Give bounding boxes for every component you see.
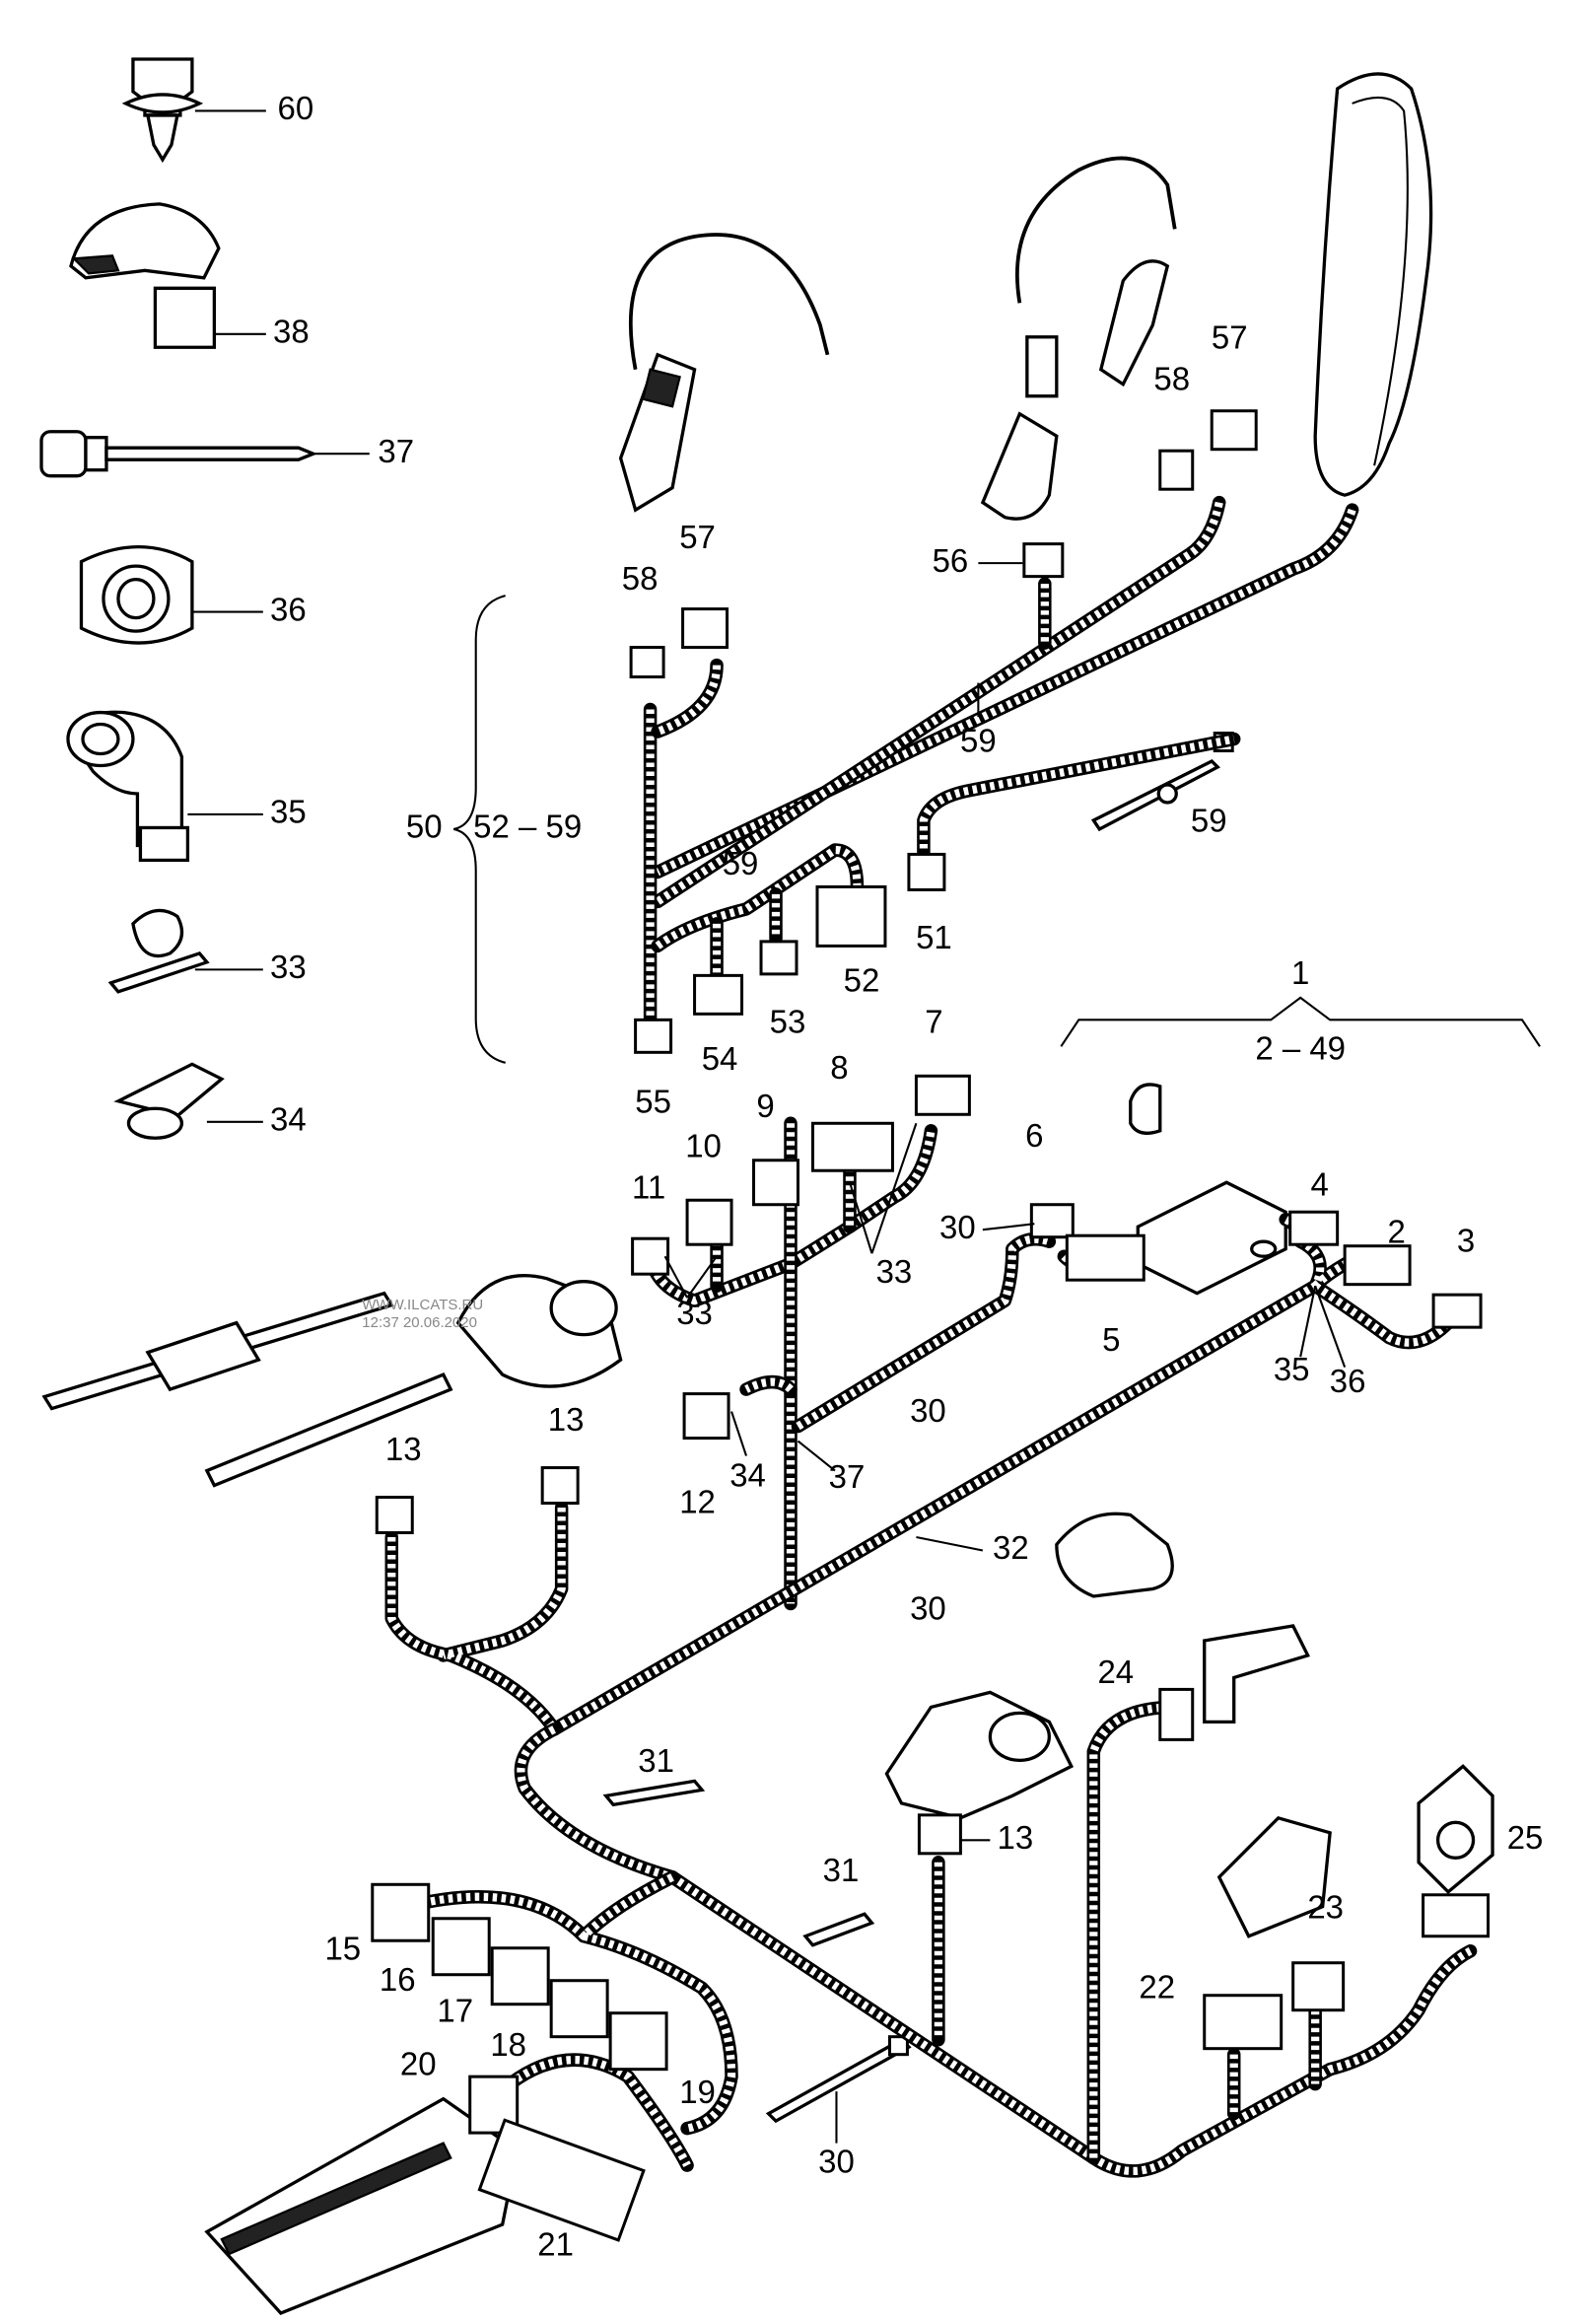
callout: 59 (960, 723, 997, 759)
brace-50 (452, 595, 506, 1064)
callout: 36 (270, 591, 307, 627)
callout: 2 (1387, 1213, 1405, 1249)
callout: 32 (993, 1529, 1029, 1566)
callout: 15 (324, 1930, 361, 1966)
part-airbag (1313, 72, 1433, 497)
part-clip-34 (113, 1062, 225, 1140)
part-elbow-35 (66, 710, 190, 863)
callout: 57 (679, 519, 716, 555)
callout: 17 (437, 1992, 473, 2028)
callouts: 60 38 37 36 35 33 34 50 52 – 59 58 57 58… (270, 90, 1543, 2262)
middle-connectors (375, 1074, 1483, 1535)
callout: 18 (490, 2026, 526, 2063)
part-cable-tie-37 (39, 430, 318, 478)
callout: 10 (685, 1127, 722, 1163)
callout: 25 (1507, 1819, 1544, 1856)
callout: 4 (1310, 1165, 1328, 1202)
callout: 6 (1025, 1117, 1043, 1154)
callout: 22 (1139, 1968, 1175, 2005)
middle-parts (41, 1083, 1287, 1598)
callout: 56 (933, 542, 969, 579)
callout: 50 (406, 809, 443, 845)
callout: 33 (876, 1253, 913, 1290)
callout: 52 – 59 (473, 809, 582, 845)
callout: 13 (998, 1819, 1034, 1856)
callout: 11 (632, 1168, 665, 1205)
callout: 30 (939, 1209, 976, 1245)
callout: 34 (270, 1100, 307, 1137)
callout: 34 (729, 1457, 766, 1494)
callout: 59 (1191, 803, 1227, 839)
callout: 54 (702, 1040, 738, 1077)
callout: 51 (916, 919, 952, 955)
callout: 16 (380, 1961, 416, 1998)
callout: 30 (910, 1590, 946, 1627)
callout: 36 (1330, 1363, 1366, 1399)
watermark: WWW.ILCATS.RU 12:37 20.06.2020 (362, 1297, 483, 1331)
callout: 23 (1307, 1888, 1344, 1925)
watermark-line-2: 12:37 20.06.2020 (362, 1314, 477, 1331)
upper-connectors (629, 409, 1258, 1054)
callout: 7 (925, 1004, 942, 1040)
part-buckle-switch-left (618, 233, 830, 513)
callout: 58 (622, 560, 659, 597)
callout: 24 (1097, 1654, 1134, 1690)
callout: 2 – 49 (1255, 1030, 1346, 1067)
leader-lines-left (187, 109, 370, 1123)
callout: 59 (723, 845, 759, 881)
callout: 21 (537, 2225, 574, 2262)
callout: 12 (679, 1484, 716, 1520)
callout: 31 (638, 1742, 674, 1779)
brace-1 (1060, 996, 1541, 1047)
lower-parts (204, 1624, 1494, 2315)
callout: 13 (548, 1401, 585, 1438)
callout: 8 (830, 1049, 848, 1086)
callout: 58 (1153, 360, 1190, 396)
callout: 13 (385, 1431, 422, 1467)
part-grommet-36 (79, 544, 194, 645)
callout: 30 (818, 2143, 855, 2179)
callout: 55 (635, 1083, 671, 1119)
callout: 33 (270, 949, 307, 985)
callout: 53 (770, 1004, 806, 1040)
watermark-line-1: WWW.ILCATS.RU (362, 1297, 483, 1313)
part-buckle-switch-right (980, 156, 1177, 521)
callout: 52 (844, 962, 880, 999)
lower-harness (399, 1700, 1478, 2178)
callout: 1 (1291, 954, 1309, 991)
callout: 35 (1274, 1351, 1310, 1387)
part-clip-60 (121, 57, 204, 164)
callout: 20 (400, 2045, 437, 2081)
callout: 19 (679, 2074, 716, 2110)
callout: 30 (910, 1392, 946, 1429)
callout: 35 (270, 794, 307, 830)
callout: 31 (823, 1852, 860, 1888)
callout: 37 (378, 433, 414, 469)
callout: 9 (756, 1088, 774, 1124)
part-connector-housing-38 (69, 202, 221, 349)
callout: 5 (1102, 1321, 1120, 1358)
leader-lines (663, 562, 1347, 2144)
lower-connectors (371, 1687, 1491, 2242)
callout: 38 (273, 313, 310, 349)
callout: 33 (676, 1295, 713, 1331)
callout: 57 (1212, 318, 1248, 355)
upper-harness (643, 495, 1359, 1027)
callout: 60 (277, 90, 313, 126)
callout: 3 (1457, 1222, 1475, 1258)
callout: 37 (829, 1458, 866, 1495)
part-clip-33 (107, 908, 210, 994)
